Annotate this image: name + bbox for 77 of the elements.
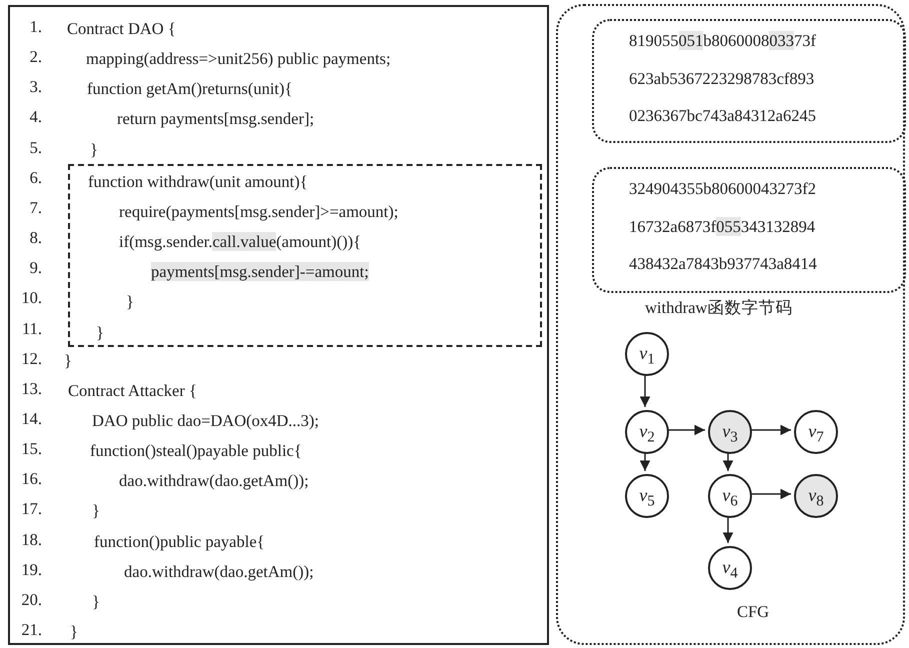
line-number: 17. — [20, 499, 42, 520]
code-line: } — [126, 292, 134, 312]
node-label: v$_{7}$ — [807, 421, 825, 448]
code-line: } — [92, 501, 100, 522]
line-number: 5. — [28, 138, 42, 158]
line-number: 15. — [20, 439, 42, 460]
arrow — [722, 453, 734, 471]
code-line: function()public payable{ — [94, 532, 265, 552]
line-number: 1. — [28, 17, 42, 37]
bytecode-line: 0236367bc743a84312a6245 — [629, 106, 816, 126]
node-label: v$_{4}$ — [721, 557, 739, 584]
line-number: 18. — [20, 530, 42, 550]
node-label: v$_{3}$ — [721, 421, 739, 448]
code-line: } — [70, 622, 78, 642]
dashed-frame — [68, 164, 542, 347]
line-number: 13. — [20, 378, 42, 399]
bytecode-line: 324904355b80600043273f2 — [629, 179, 816, 199]
line-number: 21. — [20, 620, 42, 640]
cfg-node-circle — [794, 410, 838, 454]
line-number: 2. — [28, 47, 42, 68]
node-label: v$_{5}$ — [638, 485, 656, 512]
code-line: } — [92, 592, 100, 612]
bytecode-line: 623ab5367223298783cf893 — [629, 68, 814, 88]
caption: withdraw函数字节码 — [645, 298, 792, 318]
line-number: 10. — [20, 288, 42, 308]
arrow — [751, 424, 791, 436]
arrow — [722, 517, 734, 543]
cfg-node-circle — [708, 546, 752, 590]
code-line: require(payments[msg.sender]>=amount); — [119, 202, 398, 222]
arrow — [640, 453, 650, 471]
line-number: 19. — [20, 560, 42, 580]
code-panel — [8, 5, 549, 645]
bytecode-box — [592, 167, 906, 293]
code-line: Contract DAO { — [67, 19, 176, 39]
code-line: mapping(address=>unit256) public payments; — [86, 49, 391, 70]
arrow — [640, 375, 650, 407]
code-line: dao.withdraw(dao.getAm()); — [124, 562, 314, 582]
line-number: 6. — [28, 168, 42, 188]
dotted-frame — [556, 4, 905, 645]
cfg-node-circle — [794, 474, 838, 518]
bytecode-box — [592, 19, 906, 143]
node-label: v$_{8}$ — [807, 485, 825, 512]
arrow — [668, 424, 705, 436]
code-line: DAO public dao=DAO(ox4D...3); — [92, 410, 319, 431]
bytecode-line: 438432a7843b937743a8414 — [629, 254, 817, 274]
line-number: 9. — [28, 258, 42, 278]
line-number: 8. — [28, 228, 42, 248]
line-number: 16. — [20, 469, 42, 490]
bytecode-line: 819055051b806000803373f — [629, 31, 816, 51]
line-number: 3. — [28, 77, 42, 98]
line-number: 11. — [20, 318, 42, 338]
node-label: v$_{2}$ — [638, 421, 656, 448]
cfg-node-circle — [625, 332, 669, 376]
code-line: function getAm()returns(unit){ — [87, 79, 292, 100]
arrow — [751, 488, 791, 500]
code-line: return payments[msg.sender]; — [117, 109, 314, 130]
line-number: 12. — [20, 348, 42, 369]
code-line: Contract Attacker { — [68, 380, 197, 401]
code-line: } — [64, 350, 72, 371]
code-line: } — [90, 140, 98, 160]
line-number: 20. — [20, 590, 42, 610]
code-line: } — [96, 322, 104, 342]
code-line: dao.withdraw(dao.getAm()); — [119, 471, 309, 492]
code-line: function()steal()payable public{ — [90, 441, 302, 462]
caption: CFG — [737, 602, 770, 622]
line-number: 7. — [28, 198, 42, 218]
cfg-node-circle — [708, 474, 752, 518]
node-label: v$_{6}$ — [721, 485, 739, 512]
node-label: v$_{1}$ — [638, 343, 656, 370]
bytecode-line: 16732a6873f055343132894 — [629, 216, 816, 236]
code-line: if(msg.sender.call.value(amount)()){ — [119, 232, 362, 252]
cfg-node-circle — [625, 410, 669, 454]
cfg-node-circle — [708, 410, 752, 454]
line-number: 14. — [20, 408, 42, 429]
cfg-node-circle — [625, 474, 669, 518]
line-number: 4. — [28, 107, 42, 128]
code-line: function withdraw(unit amount){ — [88, 172, 308, 192]
